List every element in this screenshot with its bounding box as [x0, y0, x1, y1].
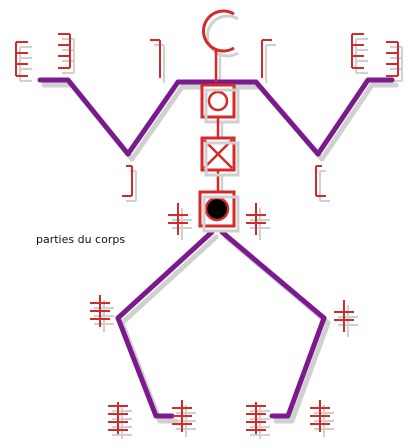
left-upper-arm: [128, 82, 178, 154]
left-shin-shadow: [122, 323, 176, 421]
left-forearm: [40, 80, 128, 154]
right-toe-cross-icon: [310, 400, 330, 432]
diagram-caption: parties du corps: [36, 233, 125, 246]
left-shin: [118, 318, 172, 416]
left-upper-arm-shadow: [132, 87, 182, 159]
right-upper-arm: [256, 82, 318, 154]
left-forearm-shadow: [44, 85, 132, 159]
left-thigh: [118, 232, 212, 318]
head-c-icon: [203, 11, 234, 82]
left-knee-cross-icon: [90, 295, 110, 327]
left-toe-cross-icon: [172, 400, 192, 432]
right-forearm: [318, 80, 392, 154]
left-thigh-shadow: [122, 237, 216, 323]
right-thigh: [222, 232, 324, 318]
glyph-layer: [16, 11, 398, 434]
